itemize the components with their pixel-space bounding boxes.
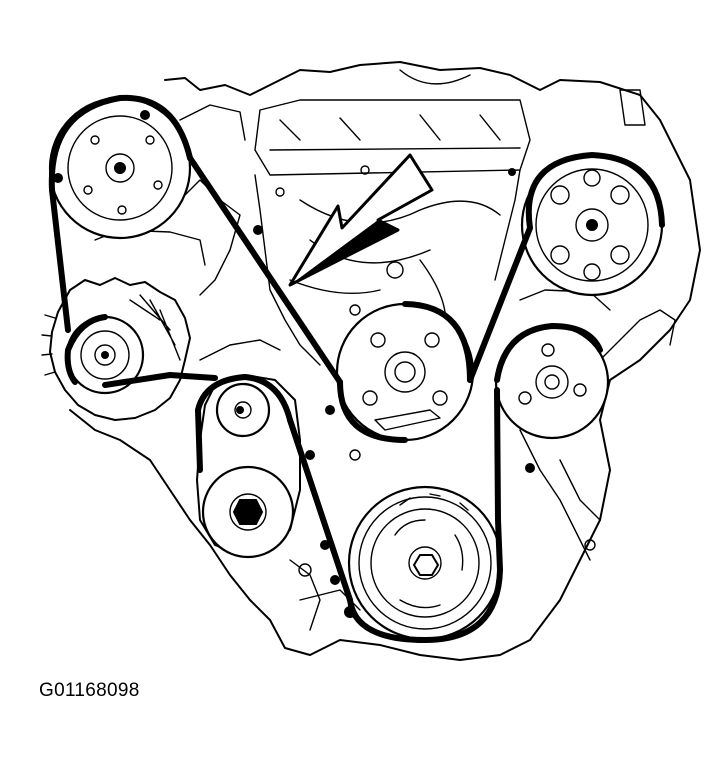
- drive-belt-routing-diagram: [41, 61, 701, 661]
- crankshaft-pulley: [347, 485, 503, 641]
- power-steering-pulley: [508, 153, 664, 297]
- drive-belt: [48, 94, 665, 643]
- fastener-dots: [236, 225, 356, 618]
- figure-code: G01168098: [39, 680, 140, 701]
- direction-arrow: [288, 153, 434, 287]
- generator-pulley: [41, 277, 191, 421]
